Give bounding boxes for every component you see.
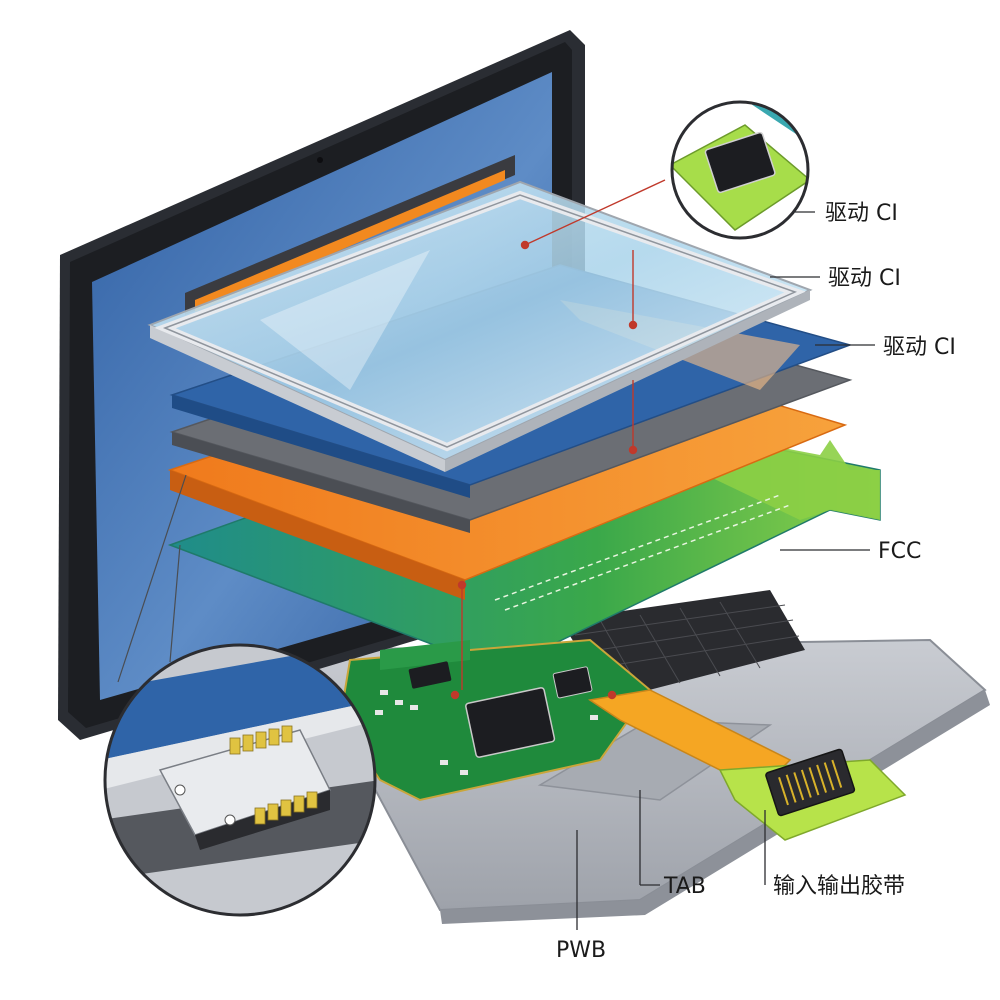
label-tab: TAB	[663, 874, 706, 899]
chip-icon	[408, 661, 452, 689]
magnifier-connector	[103, 474, 377, 917]
callouts	[576, 211, 875, 930]
label-fcc: FCC	[878, 539, 921, 564]
driver-ic-chip-icon	[704, 131, 776, 194]
label-driver-ic-1: 驱动 CI	[825, 201, 898, 226]
leader-lines	[450, 179, 666, 700]
chip-icon	[552, 666, 593, 699]
layer-backlight-frame	[185, 155, 515, 315]
io-connector-icon	[765, 748, 856, 817]
tab-flex-cable	[588, 689, 907, 841]
main-pcb	[338, 638, 652, 802]
layer-glass-panel	[147, 180, 813, 472]
label-io-tape: 输入输出胶带	[773, 874, 905, 899]
label-driver-ic-2: 驱动 CI	[828, 266, 901, 291]
webcam-icon	[317, 157, 323, 163]
label-pwb: PWB	[556, 938, 606, 963]
main-chip-icon	[465, 687, 556, 758]
label-driver-ic-3: 驱动 CI	[883, 335, 956, 360]
magnifier-driver-ic	[670, 100, 810, 240]
